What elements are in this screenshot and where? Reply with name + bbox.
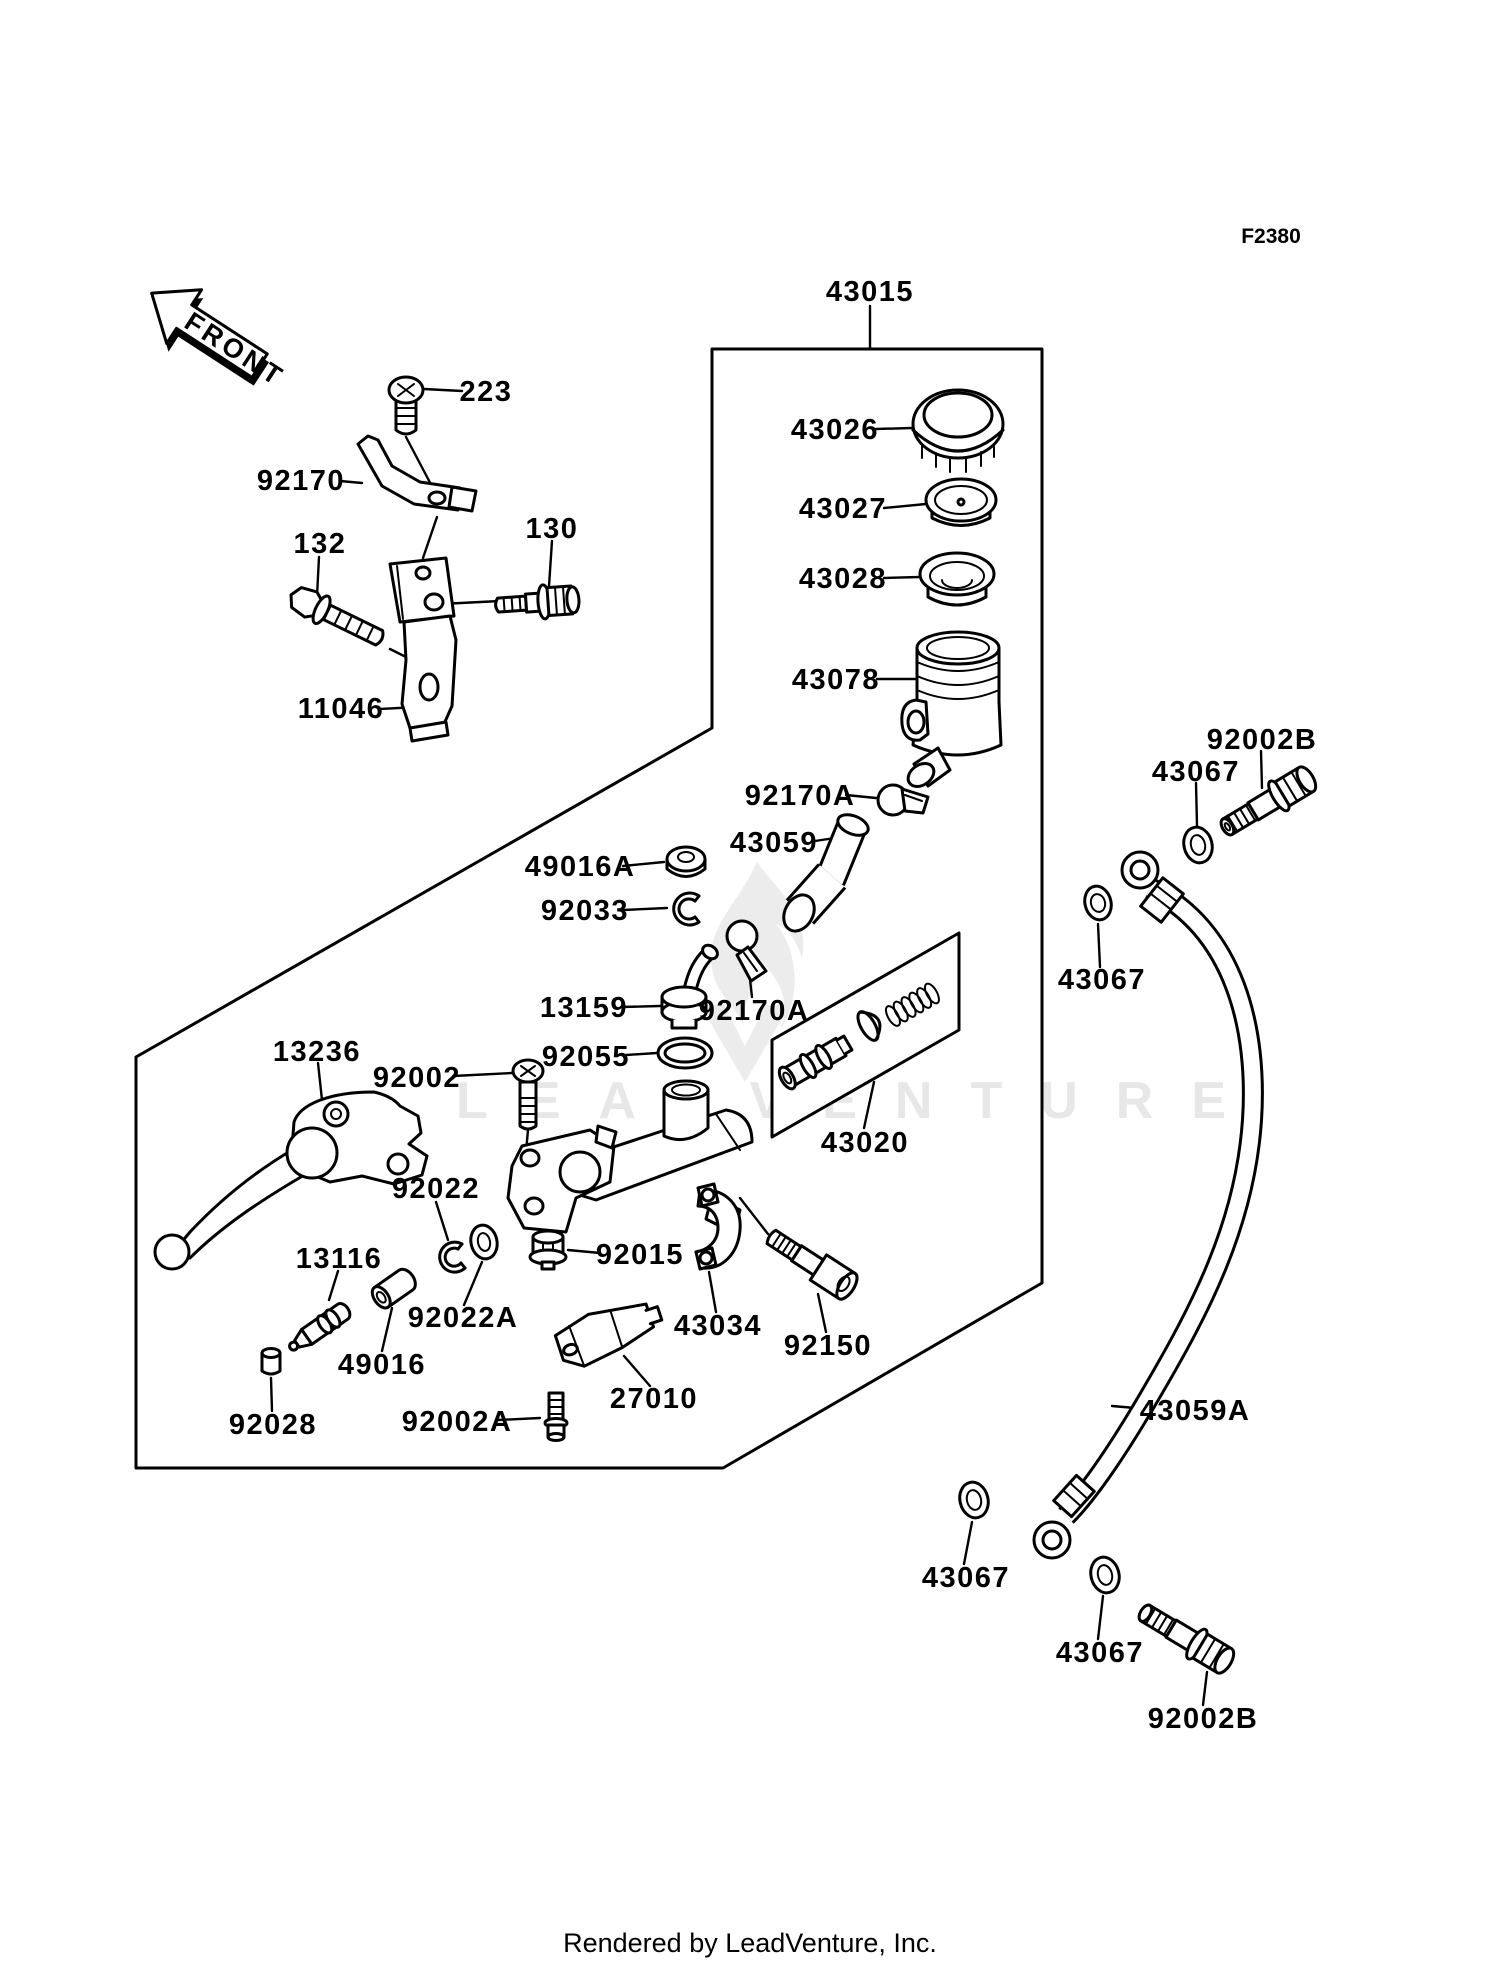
washer-92022a: [469, 1223, 499, 1261]
bolt-92150: [765, 1228, 859, 1301]
brake-hose-43059a: [1032, 850, 1264, 1560]
label-11046: 11046: [298, 693, 385, 725]
label-27010: 27010: [610, 1383, 698, 1415]
leadventure-watermark: LEADVENTURE: [456, 862, 1226, 1130]
label-43027: 43027: [799, 493, 887, 525]
label-92170a-upper: 92170A: [745, 780, 856, 812]
washer-43067-lower-left: [958, 1480, 990, 1520]
circlip-92033: [672, 891, 701, 927]
figure-code: F2380: [1241, 225, 1301, 248]
cap-92028: [260, 1347, 282, 1376]
label-132: 132: [294, 528, 347, 560]
reservoir-cap-43026: [911, 388, 1005, 473]
diaphragm-plate-43027: [924, 477, 998, 527]
label-223: 223: [460, 376, 513, 408]
label-43015: 43015: [826, 276, 914, 308]
assembly-outline: [134, 347, 1044, 1470]
label-43067-mid-right: 43067: [1058, 964, 1146, 996]
hose-clamp-92170a-upper: [876, 783, 930, 817]
label-43020: 43020: [821, 1127, 909, 1159]
footer-credit: Rendered by LeadVenture, Inc.: [563, 1928, 937, 1958]
label-43059: 43059: [730, 827, 818, 859]
elbow-fitting-13159: [660, 943, 719, 1030]
clamp-43034: [694, 1182, 742, 1271]
label-43059a: 43059A: [1140, 1395, 1251, 1427]
switch-27010: [553, 1302, 664, 1368]
label-43067-lower-left: 43067: [922, 1562, 1010, 1594]
bracket-11046: [388, 556, 458, 743]
label-13116: 13116: [296, 1243, 383, 1275]
rebuild-kit-43020: [770, 931, 961, 1139]
front-direction-arrow: FRONT: [150, 288, 290, 393]
cap-49016a: [665, 845, 707, 878]
label-92002: 92002: [373, 1062, 461, 1094]
label-43034: 43034: [674, 1310, 762, 1342]
brake-lever-13236: [153, 1090, 429, 1271]
pivot-bolt-92002: [511, 1058, 545, 1131]
label-49016: 49016: [338, 1349, 426, 1381]
label-92002b-bottom: 92002B: [1148, 1703, 1259, 1735]
label-43026: 43026: [791, 414, 879, 446]
part-labels: F2380 43015 223 92170 132 130 11046 4302…: [229, 225, 1318, 1735]
reservoir-hose-43059: [782, 813, 870, 933]
leader-lines: [269, 304, 1264, 1707]
banjo-bolt-92002b-bottom: [1137, 1603, 1236, 1675]
washer-43067-lower-right: [1089, 1555, 1121, 1595]
label-49016a: 49016A: [525, 851, 636, 883]
screw-223: [387, 375, 425, 436]
label-43028: 43028: [799, 563, 887, 595]
label-13159: 13159: [540, 992, 628, 1024]
hose-clamp-92170a-lower: [725, 919, 768, 983]
bolt-130: [494, 583, 581, 621]
bolt-132: [289, 586, 385, 647]
label-43067-top-right: 43067: [1152, 756, 1240, 788]
label-92170a-lower: 92170A: [699, 995, 810, 1027]
label-43067-lower-right: 43067: [1056, 1637, 1144, 1669]
washer-43067-mid-right: [1083, 884, 1113, 922]
piston-13116: [288, 1302, 352, 1352]
label-92033: 92033: [541, 895, 629, 927]
label-92002b-top: 92002B: [1207, 724, 1318, 756]
nut-92015: [528, 1229, 568, 1271]
label-92022: 92022: [392, 1173, 480, 1205]
label-92150: 92150: [784, 1330, 872, 1362]
label-92028: 92028: [229, 1409, 317, 1441]
label-92015: 92015: [596, 1239, 684, 1271]
bushing-49016: [370, 1267, 417, 1310]
oring-92055: [656, 1036, 714, 1070]
diaphragm-43028: [918, 551, 996, 607]
label-130: 130: [526, 513, 579, 545]
circlip-92022: [438, 1240, 467, 1274]
label-92022a: 92022A: [408, 1302, 519, 1334]
bracket-92170: [356, 434, 478, 513]
label-92170: 92170: [257, 465, 345, 497]
reservoir-43078: [900, 630, 1003, 788]
front-label: FRONT: [179, 306, 290, 393]
screw-92002a: [543, 1391, 569, 1442]
label-92002a: 92002A: [402, 1406, 513, 1438]
label-43078: 43078: [792, 664, 880, 696]
label-92055: 92055: [542, 1041, 630, 1073]
banjo-bolt-92002b-top: [1219, 765, 1318, 837]
label-13236: 13236: [273, 1036, 361, 1068]
washer-43067-top-right: [1182, 825, 1214, 865]
